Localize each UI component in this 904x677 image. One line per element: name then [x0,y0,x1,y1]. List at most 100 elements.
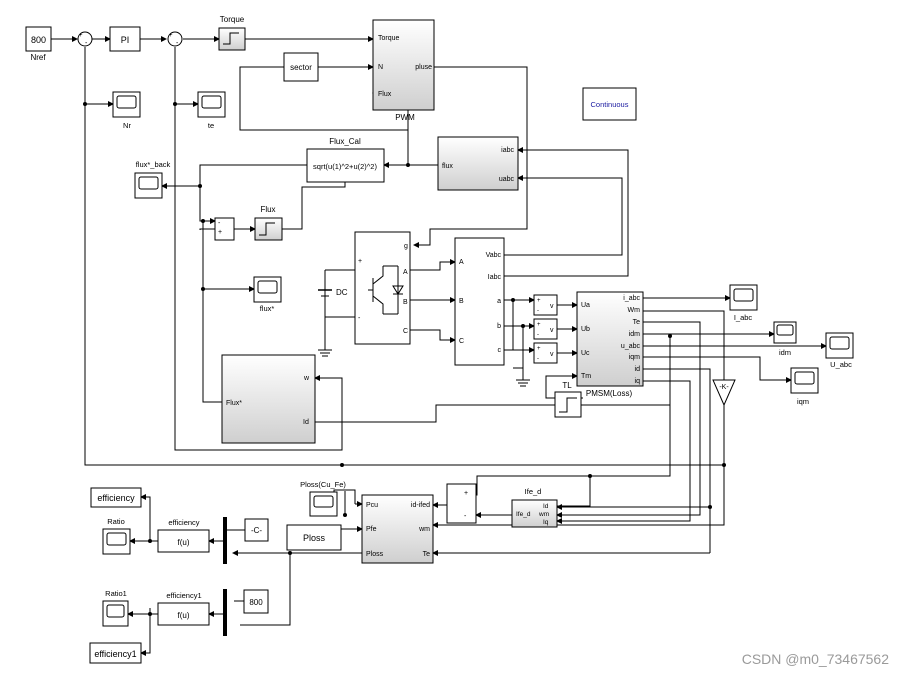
gain-k-block[interactable]: -K- [712,379,736,407]
flux-back-scope[interactable]: flux*_back [134,160,171,199]
const-800b-block[interactable]: 800 [243,589,269,614]
svg-text:flux: flux [442,163,453,170]
torque-relay-block[interactable]: Torque [218,15,246,51]
efficiency1-fcn-block[interactable]: efficiency1 f(u) [157,591,210,626]
iqm-scope[interactable]: iqm [790,367,819,406]
svg-text:efficiency: efficiency [97,493,135,503]
sum-speed[interactable]: + - [77,31,93,47]
te-scope[interactable]: te [197,91,226,130]
svg-text:PI: PI [121,35,130,45]
svg-text:iabc: iabc [501,147,514,154]
u-abc-scope[interactable]: U_abc [825,332,854,369]
svg-text:DC: DC [336,288,348,297]
svg-text:N: N [378,64,383,71]
svg-text:Ub: Ub [581,326,590,333]
nr-scope[interactable]: Nr [112,91,141,130]
ratio1-scope[interactable]: Ratio1 [102,589,129,627]
svg-text:Wm: Wm [628,307,641,314]
ratio-scope[interactable]: Ratio [102,517,131,555]
svg-text:TL: TL [562,381,572,390]
const-c-block[interactable]: -C- [244,518,269,542]
svg-text:Vabc: Vabc [486,252,502,259]
tl-step-block[interactable]: TL [554,381,582,418]
pmsm-loss-block[interactable]: Ua Ub Uc Tm i_abc Wm Te idm u_abc iqm id… [576,291,644,398]
sector-block[interactable]: sector [283,52,319,82]
efficiency1-display[interactable]: efficiency1 [89,642,142,664]
svg-text:Torque: Torque [220,15,245,24]
loss-calculation-subsystem[interactable]: Pcu Pfe Ploss id-ifed wm Te [361,494,434,564]
svg-text:flux*: flux* [260,304,275,313]
ife-d-subsystem[interactable]: Ife_d Id Ife_d wm Iq [511,487,558,528]
ploss-display[interactable]: Ploss [286,524,342,551]
sum-flux[interactable]: - + [214,217,235,241]
svg-text:sector: sector [290,63,312,72]
const-800-block[interactable]: 800 Nref [25,26,52,62]
svg-text:Ratio1: Ratio1 [105,589,127,598]
svg-text:Ratio: Ratio [107,517,125,526]
sum-torque[interactable]: + - [167,31,183,47]
svg-text:+: + [79,33,83,39]
svg-text:iqm: iqm [797,397,809,406]
ploss-cu-fe-scope[interactable]: Ploss(Cu_Fe) [300,480,346,517]
junction-dots [83,102,726,616]
nref-label: Nref [30,53,46,62]
pi-block[interactable]: PI [109,26,141,52]
svg-text:Ua: Ua [581,302,590,309]
measurement-subsystem[interactable]: flux iabc uabc [437,136,519,191]
efficiency-fcn-block[interactable]: efficiency f(u) [157,518,210,553]
svg-text:te: te [208,121,214,130]
svg-text:Continuous: Continuous [591,100,629,109]
igbt-icon [368,265,404,315]
svg-text:id: id [635,366,641,373]
svg-text:B: B [403,299,408,306]
svg-text:+: + [169,33,173,39]
field-weakening-subsystem[interactable]: w Flux* Id [221,354,316,444]
svg-text:-: - [464,513,467,520]
svg-text:f(u): f(u) [178,538,190,547]
flux-relay-block[interactable]: Flux [254,205,283,241]
inverter-block[interactable]: g A B C + - [354,231,411,345]
svg-text:-: - [537,356,539,362]
idm-scope[interactable]: idm [773,321,797,357]
vi-measurement-block[interactable]: A B C Vabc Iabc a b c [454,237,505,366]
svg-text:i_abc: i_abc [623,295,640,302]
powergui-continuous[interactable]: Continuous [582,87,637,121]
svg-text:A: A [403,269,408,276]
pwm-block[interactable]: Torque N pluse Flux PWM [372,19,435,122]
dc-source[interactable]: DC [318,288,348,357]
voltage-sensor-b[interactable]: + - v [533,318,558,340]
voltage-sensor-a[interactable]: + - v [533,294,558,316]
svg-text:Ploss: Ploss [366,551,384,558]
svg-text:+: + [537,346,541,352]
svg-text:A: A [459,259,464,266]
svg-text:Iq: Iq [543,519,549,526]
svg-text:iq: iq [635,378,641,385]
svg-text:wm: wm [418,526,430,533]
svg-text:Te: Te [423,551,431,558]
i-abc-scope[interactable]: I_abc [729,284,758,322]
svg-text:v: v [550,351,554,358]
voltage-sensor-c[interactable]: + - v [533,342,558,364]
svg-text:Flux: Flux [260,205,275,214]
svg-text:iqm: iqm [629,354,640,361]
svg-text:flux*_back: flux*_back [136,160,171,169]
svg-text:+: + [537,298,541,304]
svg-text:efficiency1: efficiency1 [166,591,201,600]
sum-id-ifed[interactable]: + - [446,483,477,524]
pwm-title: PWM [395,113,415,122]
watermark: CSDN @m0_73467562 [742,651,890,667]
svg-text:Flux_Cal: Flux_Cal [329,137,361,146]
svg-text:Ife_d: Ife_d [525,487,542,496]
ground-icon [516,375,530,387]
mux-bar-1 [223,517,227,564]
svg-text:B: B [459,298,464,305]
flux-star-scope[interactable]: flux* [253,276,282,313]
svg-text:Flux*: Flux* [226,400,242,407]
svg-text:+: + [358,258,362,265]
efficiency-display[interactable]: efficiency [90,487,142,508]
flux-cal-block[interactable]: Flux_Cal sqrt(u(1)^2+u(2)^2) [306,137,385,183]
svg-text:v: v [550,327,554,334]
svg-text:Te: Te [633,319,641,326]
svg-text:-K-: -K- [719,384,729,391]
